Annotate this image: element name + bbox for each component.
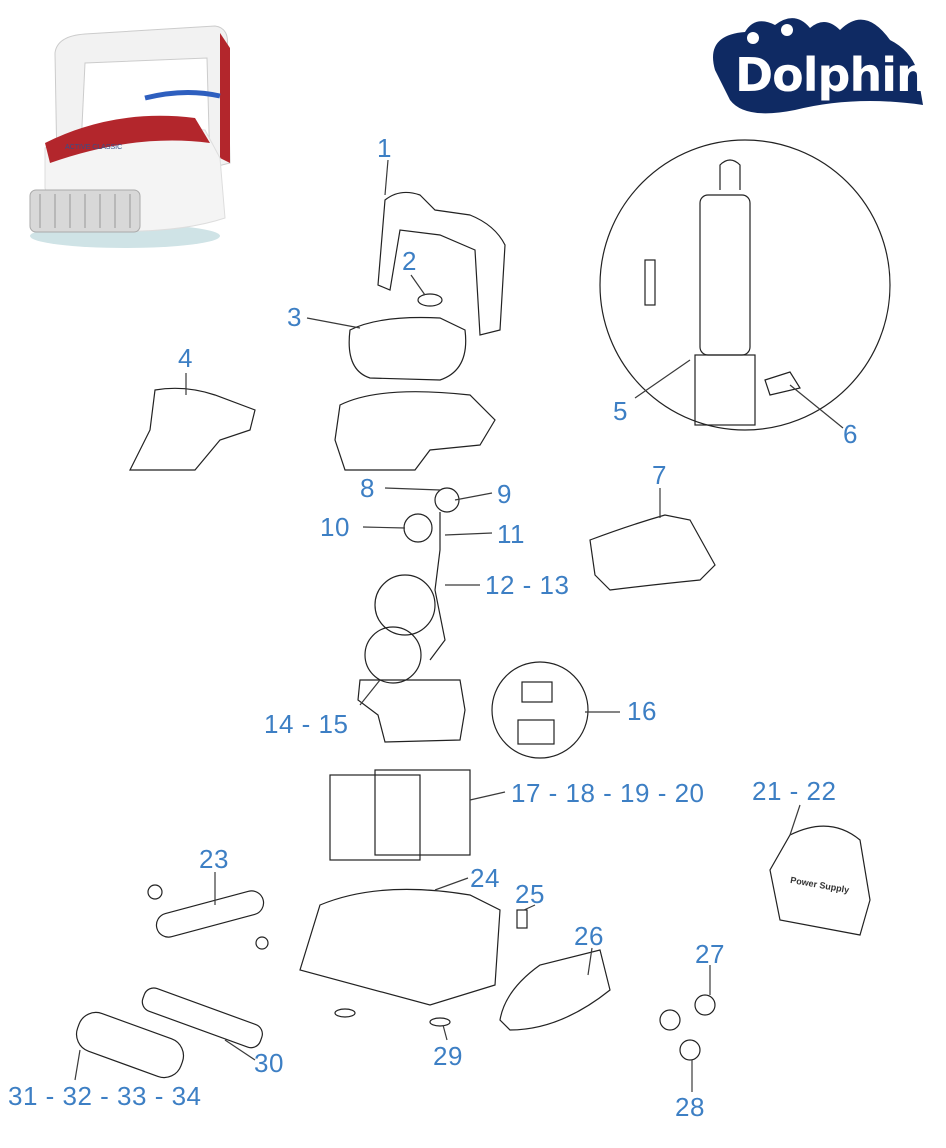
swivel-part xyxy=(417,293,443,307)
model-label: ACTIVE CLASSIC xyxy=(65,144,123,151)
part-label-10: 10 xyxy=(320,512,350,542)
logo-text: Dolphin xyxy=(735,48,929,102)
part-label-27: 27 xyxy=(695,939,725,969)
part-label-24: 24 xyxy=(470,863,500,893)
part-label-4: 4 xyxy=(178,343,193,373)
chassis-part xyxy=(299,888,501,1006)
lid-part xyxy=(348,316,467,381)
product-photo: ACTIVE CLASSIC xyxy=(15,18,250,253)
part-label-29: 29 xyxy=(433,1041,463,1071)
motor-unit-part xyxy=(357,679,466,743)
handle-part xyxy=(377,191,506,336)
part-label-7: 7 xyxy=(652,460,667,490)
part-label-2: 2 xyxy=(402,246,417,276)
part-label-6: 6 xyxy=(843,419,858,449)
part-label-26: 26 xyxy=(574,921,604,951)
part-label-31-34: 31 - 32 - 33 - 34 xyxy=(8,1081,202,1111)
side-panel-right-part xyxy=(589,514,716,591)
part-label-23: 23 xyxy=(199,844,229,874)
part-label-28: 28 xyxy=(675,1092,705,1122)
side-panel-part xyxy=(129,387,256,471)
detail-circle xyxy=(599,139,891,431)
part-label-5: 5 xyxy=(613,396,628,426)
part-label-21-22: 21 - 22 xyxy=(752,776,837,806)
part-label-3: 3 xyxy=(287,302,302,332)
top-housing-part xyxy=(334,391,496,471)
part-label-30: 30 xyxy=(254,1048,284,1078)
part-label-16: 16 xyxy=(627,696,657,726)
part-label-25: 25 xyxy=(515,879,545,909)
part-label-1: 1 xyxy=(377,133,392,163)
part-label-14-15: 14 - 15 xyxy=(264,709,349,739)
part-label-17-20: 17 - 18 - 19 - 20 xyxy=(511,778,705,808)
part-label-9: 9 xyxy=(497,479,512,509)
part-label-8: 8 xyxy=(360,473,375,503)
part-label-11: 11 xyxy=(497,519,525,549)
part-label-12-13: 12 - 13 xyxy=(485,570,570,600)
power-supply-part xyxy=(769,825,871,936)
dolphin-logo: Dolphin xyxy=(705,10,929,120)
